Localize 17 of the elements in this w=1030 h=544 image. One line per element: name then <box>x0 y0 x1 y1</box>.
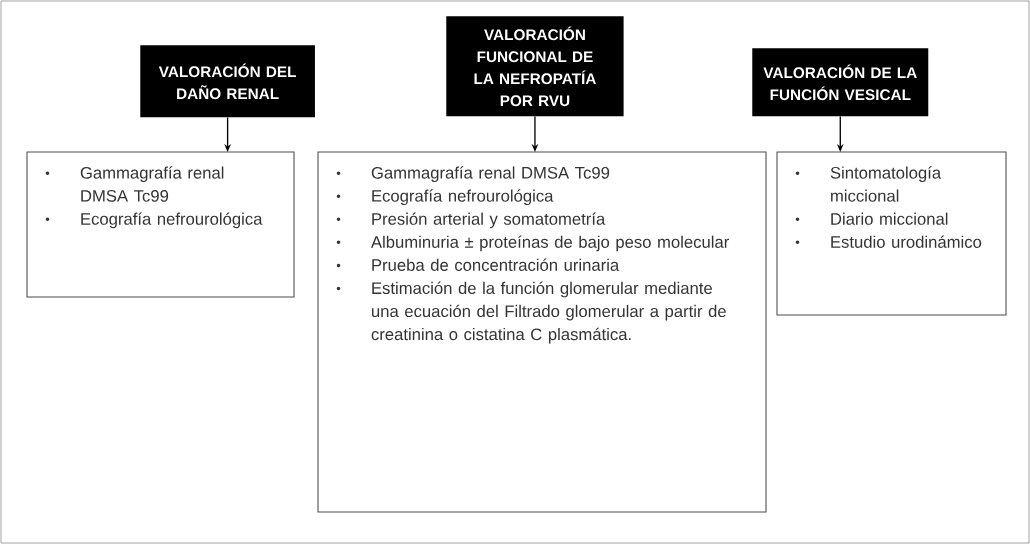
list-item: Ecografía nefrourológica <box>45 212 263 229</box>
list-item: Albuminuria ± proteínas de bajo peso molecular <box>336 235 729 252</box>
list-item: Estudio urodinámico <box>795 235 982 248</box>
list-item: Presión arterial y somatometría <box>336 212 606 229</box>
list-item: Gammagrafía renal DMSA Tc99 <box>45 166 224 202</box>
heading-box: VALORACIÓN FUNCIONAL DE LA NEFROPATÍA POR RVU <box>446 16 624 117</box>
list-item: Sintomatología miccional <box>795 166 942 202</box>
heading-box: VALORACIÓN DEL DAÑO RENAL <box>140 45 315 118</box>
heading-box: VALORACIÓN DE LA FUNCIÓN VESICAL <box>752 48 929 117</box>
list-item: Prueba de concentración urinaria <box>336 258 620 271</box>
list-item: Estimación de la función glomerular mediante una ecuación del Filtrado glomerular a partir de creatinina o cistatina C plasmática. <box>336 281 726 344</box>
list-box <box>26 151 295 298</box>
list-item: Gammagrafía renal DMSA Tc99 <box>336 166 610 182</box>
list-box <box>317 151 767 513</box>
list-box <box>776 151 1007 316</box>
list-item: Ecografía nefrourológica <box>336 189 554 206</box>
list-item: Diario miccional <box>795 212 948 225</box>
